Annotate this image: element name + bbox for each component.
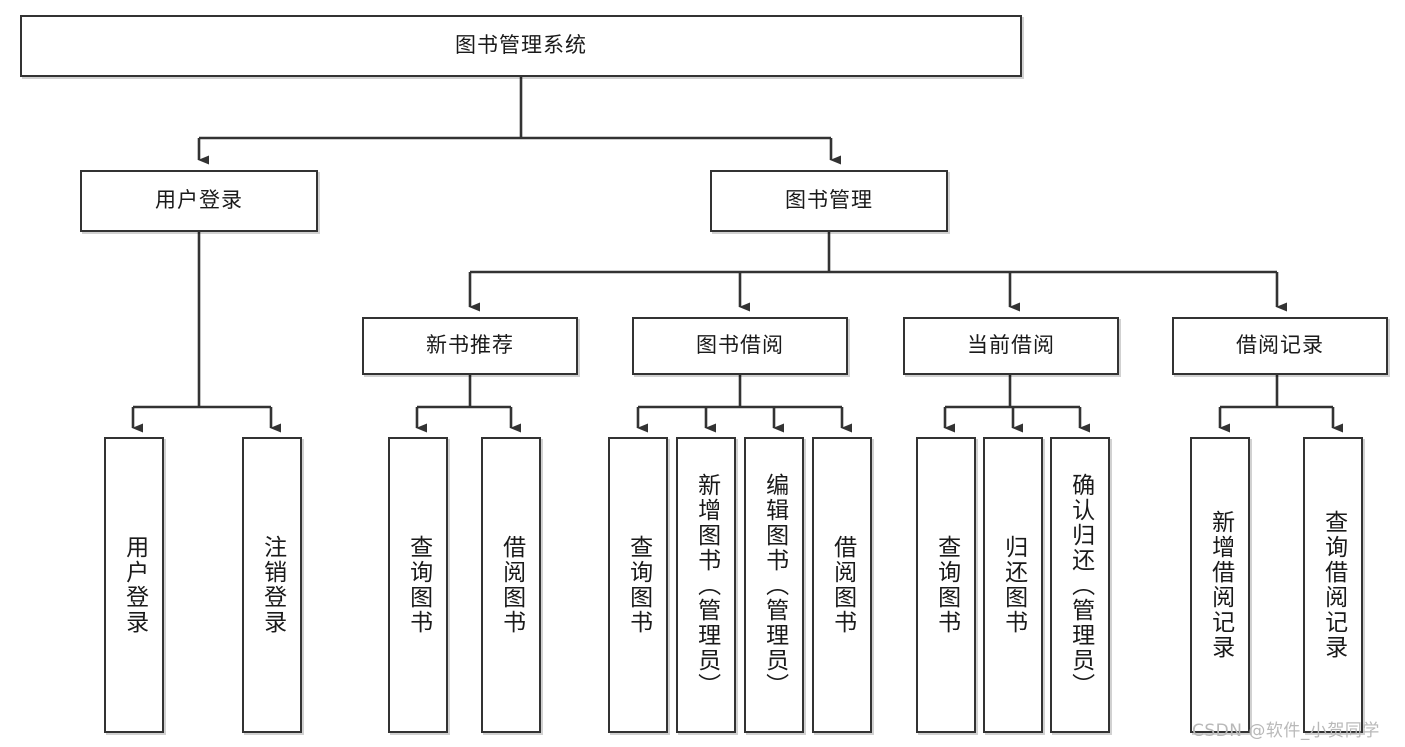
leaf-borrow-record-query[interactable]: 查询借阅记录	[1303, 437, 1363, 733]
node-new-book-recommend[interactable]: 新书推荐	[362, 317, 578, 375]
node-book-borrow[interactable]: 图书借阅	[632, 317, 848, 375]
leaf-current-borrow-return[interactable]: 归还图书	[983, 437, 1043, 733]
node-book-borrow-label: 图书借阅	[696, 333, 784, 358]
leaf-label: 借阅图书	[498, 535, 525, 635]
leaf-label: 查询图书	[933, 535, 960, 635]
leaf-label: 确认归还（管理员）	[1067, 472, 1094, 698]
node-borrow-record[interactable]: 借阅记录	[1172, 317, 1388, 375]
leaf-book-borrow-borrow[interactable]: 借阅图书	[812, 437, 872, 733]
node-root-label: 图书管理系统	[455, 33, 587, 58]
leaf-book-borrow-add[interactable]: 新增图书（管理员）	[676, 437, 736, 733]
leaf-label: 归还图书	[1000, 535, 1027, 635]
node-current-borrow[interactable]: 当前借阅	[903, 317, 1119, 375]
node-book-management[interactable]: 图书管理	[710, 170, 948, 232]
leaf-label: 查询借阅记录	[1320, 510, 1347, 660]
leaf-borrow-record-add[interactable]: 新增借阅记录	[1190, 437, 1250, 733]
leaf-label: 编辑图书（管理员）	[761, 472, 788, 698]
leaf-book-borrow-query[interactable]: 查询图书	[608, 437, 668, 733]
csdn-watermark: CSDN @软件_小贺同学	[1192, 721, 1380, 741]
node-root[interactable]: 图书管理系统	[20, 15, 1022, 77]
leaf-label: 注销登录	[259, 535, 286, 635]
leaf-label: 用户登录	[121, 535, 148, 635]
node-user-login-label: 用户登录	[155, 188, 243, 213]
leaf-label: 新增图书（管理员）	[693, 472, 720, 698]
leaf-label: 查询图书	[405, 535, 432, 635]
node-user-login[interactable]: 用户登录	[80, 170, 318, 232]
node-new-book-recommend-label: 新书推荐	[426, 333, 514, 358]
leaf-current-borrow-confirm[interactable]: 确认归还（管理员）	[1050, 437, 1110, 733]
node-borrow-record-label: 借阅记录	[1236, 333, 1324, 358]
leaf-current-borrow-query[interactable]: 查询图书	[916, 437, 976, 733]
leaf-label: 查询图书	[625, 535, 652, 635]
leaf-user-login-login[interactable]: 用户登录	[104, 437, 164, 733]
node-current-borrow-label: 当前借阅	[967, 333, 1055, 358]
leaf-user-login-logout[interactable]: 注销登录	[242, 437, 302, 733]
leaf-label: 借阅图书	[829, 535, 856, 635]
leaf-label: 新增借阅记录	[1207, 510, 1234, 660]
leaf-new-book-borrow[interactable]: 借阅图书	[481, 437, 541, 733]
leaf-book-borrow-edit[interactable]: 编辑图书（管理员）	[744, 437, 804, 733]
leaf-new-book-query[interactable]: 查询图书	[388, 437, 448, 733]
node-book-management-label: 图书管理	[785, 188, 873, 213]
